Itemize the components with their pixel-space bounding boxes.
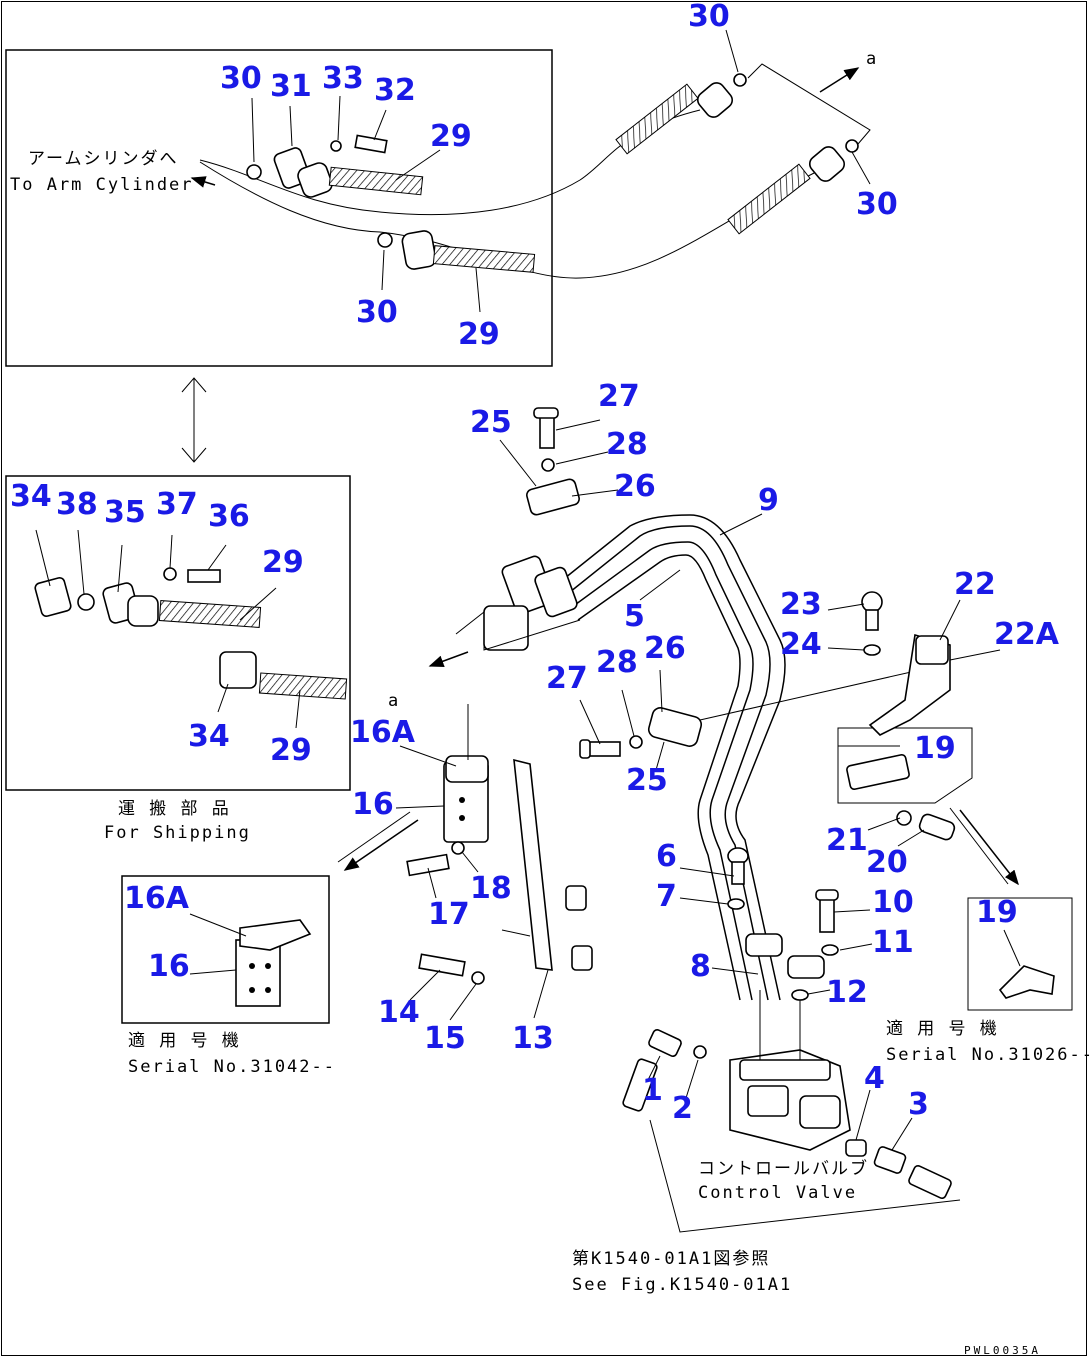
label-34-b: 34	[188, 719, 230, 754]
note-see-fig-en: See Fig.K1540-01A1	[572, 1275, 792, 1295]
label-31: 31	[270, 69, 312, 104]
label-1: 1	[642, 1073, 663, 1108]
note-serial-en-b: Serial No.31026--	[886, 1045, 1090, 1065]
label-33: 33	[322, 61, 364, 96]
label-4: 4	[864, 1061, 885, 1096]
label-26-a: 26	[614, 469, 656, 504]
label-25-b: 25	[626, 763, 668, 798]
label-19-a: 19	[914, 731, 956, 766]
label-16-b: 16	[148, 949, 190, 984]
label-14: 14	[378, 995, 420, 1030]
label-29-d: 29	[270, 733, 312, 768]
label-30-a: 30	[220, 61, 262, 96]
leader-lines	[35, 29, 1021, 1151]
note-arm-en: To Arm Cylinder	[10, 175, 194, 195]
clamps-lower	[727, 847, 839, 1001]
shipping-parts	[34, 567, 348, 700]
label-16a-a: 16A	[350, 715, 416, 750]
label-22: 22	[954, 567, 996, 602]
inset-box-serial-31026	[967, 897, 1073, 1011]
label-37: 37	[156, 487, 198, 522]
label-18: 18	[470, 871, 512, 906]
annotations: アームシリンダへ To Arm Cylinder 運 搬 部 品 For Shi…	[10, 49, 1090, 1357]
inset-box-shipping	[5, 475, 351, 791]
note-control-valve-en: Control Valve	[698, 1183, 857, 1203]
note-shipping-jp: 運 搬 部 品	[118, 799, 231, 819]
hose-assembly-upper	[190, 63, 871, 279]
inset-box-arm-hose	[5, 49, 553, 367]
label-17: 17	[428, 897, 470, 932]
label-38: 38	[56, 487, 98, 522]
label-16a-b: 16A	[124, 881, 190, 916]
label-6: 6	[656, 839, 677, 874]
inset-box-bracket-19	[837, 727, 973, 804]
label-36: 36	[208, 499, 250, 534]
note-serial-jp-b: 適 用 号 機	[886, 1019, 999, 1039]
bracket-16-serial-31042	[235, 919, 312, 1007]
note-serial-en-a: Serial No.31042--	[128, 1057, 336, 1077]
note-arm-jp: アームシリンダへ	[28, 149, 178, 169]
clamp-26-upper	[526, 407, 580, 516]
label-11: 11	[872, 925, 914, 960]
label-15: 15	[424, 1021, 466, 1056]
label-35: 35	[104, 495, 146, 530]
main-pipes	[549, 514, 786, 1001]
label-3: 3	[908, 1087, 929, 1122]
bracket-19-serial-31026	[998, 965, 1055, 999]
note-see-fig-jp: 第K1540-01A1図参照	[572, 1249, 770, 1269]
label-30-b: 30	[356, 295, 398, 330]
label-20: 20	[866, 845, 908, 880]
label-29-c: 29	[262, 545, 304, 580]
label-28-a: 28	[606, 427, 648, 462]
label-5: 5	[624, 599, 645, 634]
label-7: 7	[656, 879, 677, 914]
label-19-b: 19	[976, 895, 1018, 930]
part-number-labels: 30 31 33 32 29 30 29 30 30 34 38 35 37 3…	[10, 0, 1060, 1126]
label-2: 2	[672, 1091, 693, 1126]
double-arrow	[181, 377, 207, 463]
stay-13	[418, 704, 593, 985]
label-13: 13	[512, 1021, 554, 1056]
pipe-flange-block	[428, 555, 581, 667]
label-24: 24	[780, 627, 822, 662]
label-27-a: 27	[598, 379, 640, 414]
label-28-b: 28	[596, 645, 638, 680]
drawing-code: PWL0035A	[964, 1344, 1041, 1357]
label-32: 32	[374, 73, 416, 108]
label-29-a: 29	[430, 119, 472, 154]
label-9: 9	[758, 483, 779, 518]
ref-mark-a-upper: a	[866, 49, 878, 69]
label-21: 21	[826, 823, 868, 858]
label-12: 12	[826, 975, 868, 1010]
bracket-16	[337, 755, 489, 877]
inset-box-serial-31042	[121, 875, 330, 1024]
label-34-a: 34	[10, 479, 52, 514]
control-valve	[622, 990, 961, 1233]
note-shipping-en: For Shipping	[104, 823, 251, 843]
bracket-22	[846, 591, 1019, 886]
note-serial-jp-a: 適 用 号 機	[128, 1031, 241, 1051]
label-30-c: 30	[688, 0, 730, 34]
label-30-d: 30	[856, 187, 898, 222]
ref-mark-a-lower: a	[388, 691, 400, 711]
label-27-b: 27	[546, 661, 588, 696]
clamp-26-mid	[579, 669, 921, 759]
label-26-b: 26	[644, 631, 686, 666]
label-25-a: 25	[470, 405, 512, 440]
label-22a: 22A	[994, 617, 1060, 652]
label-23: 23	[780, 587, 822, 622]
label-29-b: 29	[458, 317, 500, 352]
note-control-valve-jp: コントロールバルブ	[698, 1158, 869, 1179]
label-8: 8	[690, 949, 711, 984]
label-16-a: 16	[352, 787, 394, 822]
label-10: 10	[872, 885, 914, 920]
